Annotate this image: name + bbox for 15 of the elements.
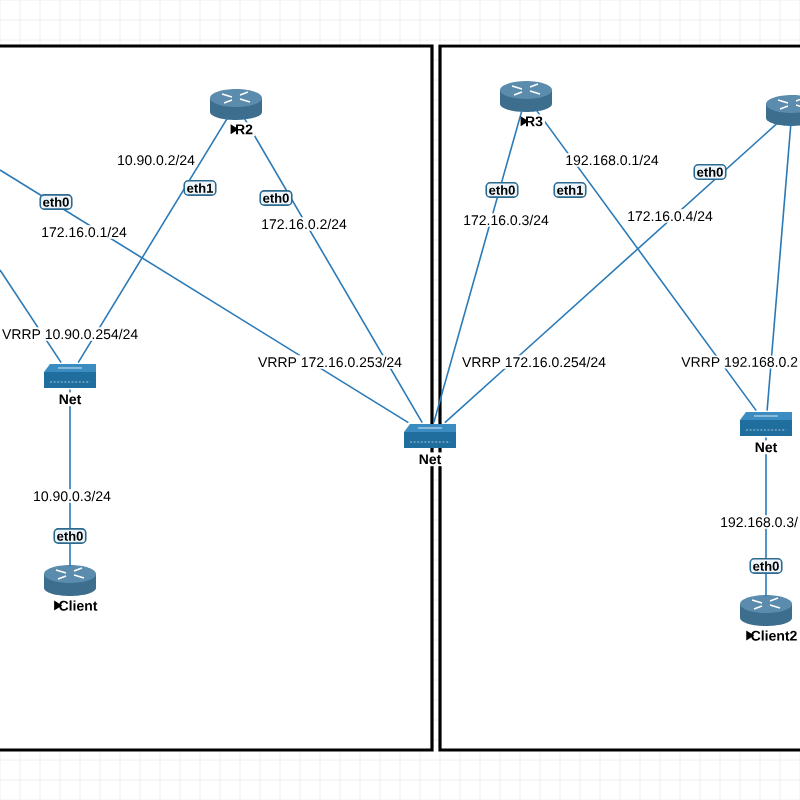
link-line xyxy=(766,122,792,412)
switch-icon xyxy=(740,412,792,436)
link-line xyxy=(77,116,229,364)
router-icon xyxy=(44,565,96,596)
router-icon xyxy=(210,89,262,120)
link-line xyxy=(243,116,423,424)
router-icon xyxy=(500,81,552,112)
router-icon xyxy=(740,595,792,626)
link-line xyxy=(444,122,778,424)
link-line xyxy=(535,108,757,412)
router-icon xyxy=(766,95,800,126)
link-line xyxy=(0,169,410,424)
switch-icon xyxy=(44,364,96,388)
switch-icon xyxy=(404,424,456,448)
link-line xyxy=(432,108,523,424)
